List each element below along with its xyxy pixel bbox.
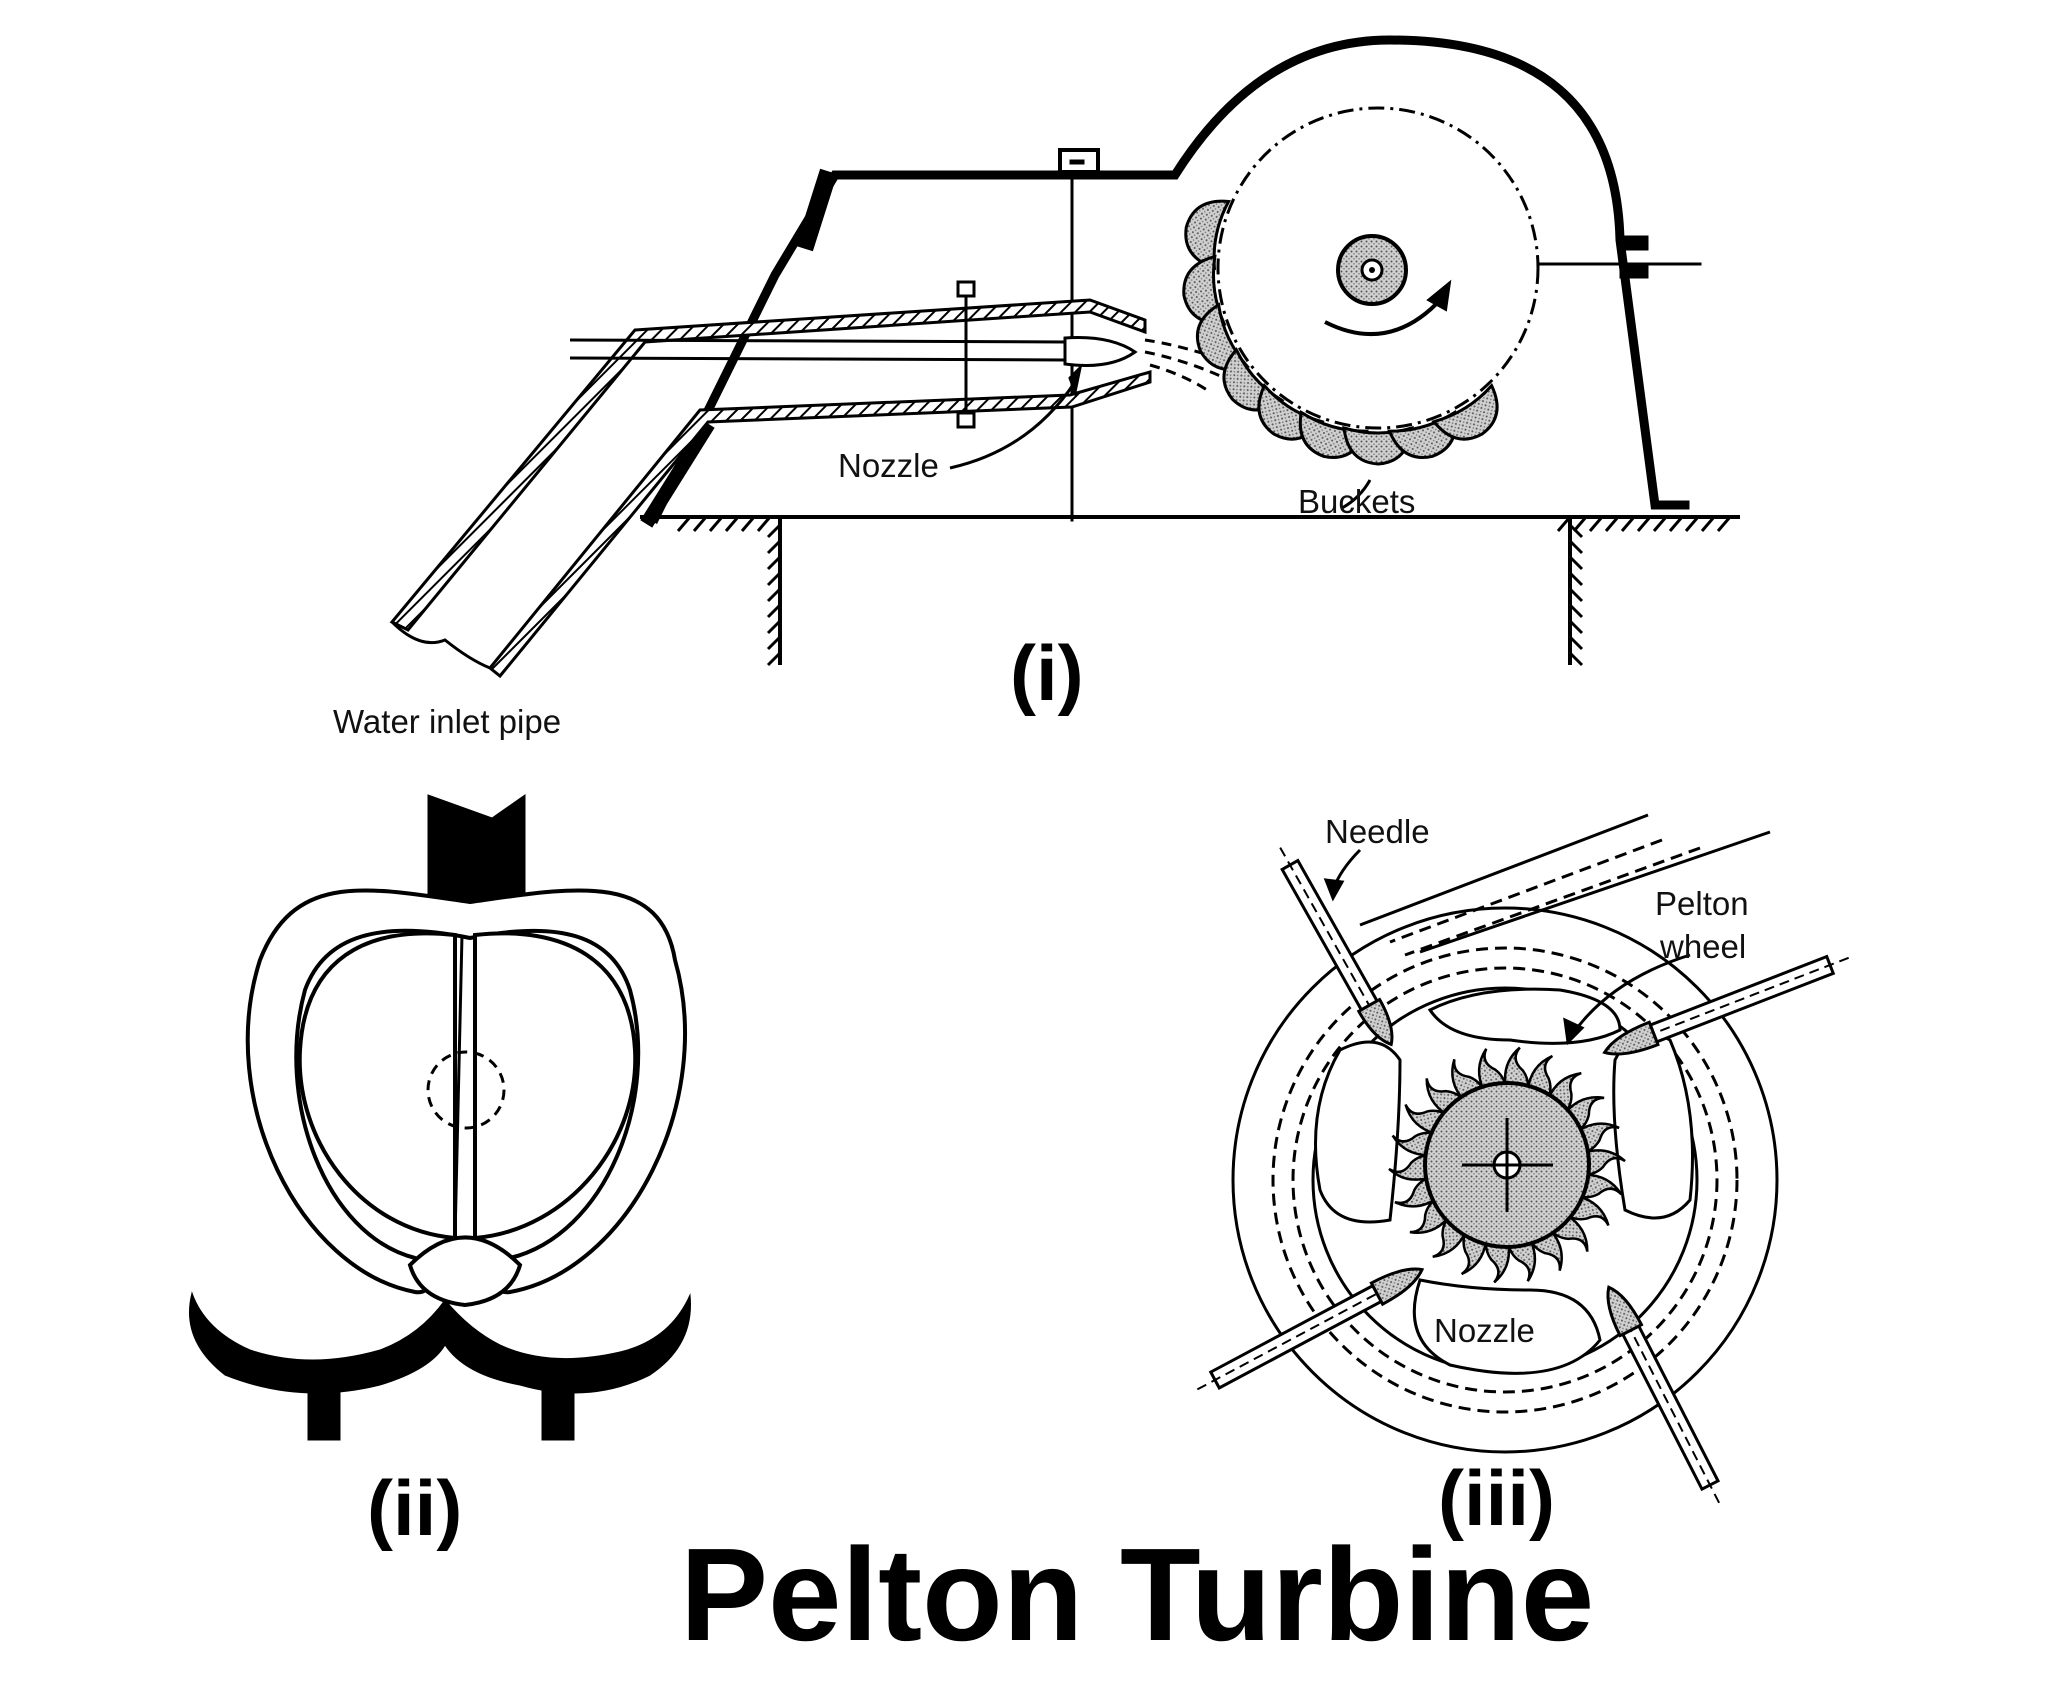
bucket-splitter-ridge [407, 1235, 523, 1308]
label-needle: Needle [1325, 813, 1430, 850]
pitch-circle [1216, 106, 1540, 430]
wheel-bucket [1477, 1048, 1508, 1093]
leader-lines [949, 363, 1372, 510]
wheel-bucket [1503, 1046, 1530, 1093]
caption-iii: (iii) [1438, 1454, 1555, 1542]
caption-ii: (ii) [367, 1464, 462, 1552]
panel-side-section: Nozzle Buckets Water inlet pipe (i) [333, 35, 1740, 740]
bucket-foot-left [307, 1389, 341, 1441]
label-pelton: Pelton [1655, 885, 1749, 922]
caption-i: (i) [1010, 629, 1084, 717]
rotation-arrow [1324, 279, 1452, 336]
wheel-bucket [1506, 1237, 1537, 1282]
jet-nozzle [1602, 954, 1850, 1056]
turbine-casing [640, 35, 1702, 528]
leader-lines-iii [1323, 848, 1691, 1046]
bucket-cup-left [297, 931, 457, 1241]
nozzles-needles [1196, 847, 1850, 1504]
side-bucket [1184, 199, 1231, 271]
label-nozzle-side: Nozzle [838, 447, 939, 484]
pelton-wheel-disc [1423, 1081, 1591, 1249]
label-buckets: Buckets [1298, 483, 1415, 520]
branch-pipes [1314, 987, 1694, 1375]
wheel-bucket [1581, 1149, 1626, 1177]
water-inlet-pipe [389, 298, 1152, 679]
jet-nozzle [1279, 847, 1394, 1047]
bucket-splitter [453, 934, 464, 1239]
wheel-hub [1336, 234, 1408, 306]
wheel-bucket [1484, 1237, 1511, 1284]
wheel-bucket [1388, 1153, 1433, 1181]
jet-nozzle [1196, 1267, 1425, 1391]
panel-multi-jet: Needle Pelton wheel Nozzle (iii) [1196, 813, 1850, 1542]
bucket-section-bottom [188, 1291, 691, 1394]
bucket-foot-right [541, 1389, 575, 1441]
ground-foundation [640, 515, 1740, 667]
label-water-inlet: Water inlet pipe [333, 703, 561, 740]
jet-nozzle [1606, 1285, 1721, 1504]
bucket-hole [426, 1050, 506, 1130]
supply-pipe [1359, 813, 1771, 957]
panel-bucket-view: (ii) [188, 794, 691, 1552]
figure-title: Pelton Turbine [680, 1521, 1594, 1668]
label-nozzle-plan: Nozzle [1434, 1312, 1535, 1349]
spear-needle [569, 280, 1138, 429]
side-bucket [1431, 382, 1499, 441]
buckets-side-view [1182, 199, 1499, 466]
bucket-cup-right [473, 931, 638, 1241]
label-wheel: wheel [1659, 928, 1746, 965]
